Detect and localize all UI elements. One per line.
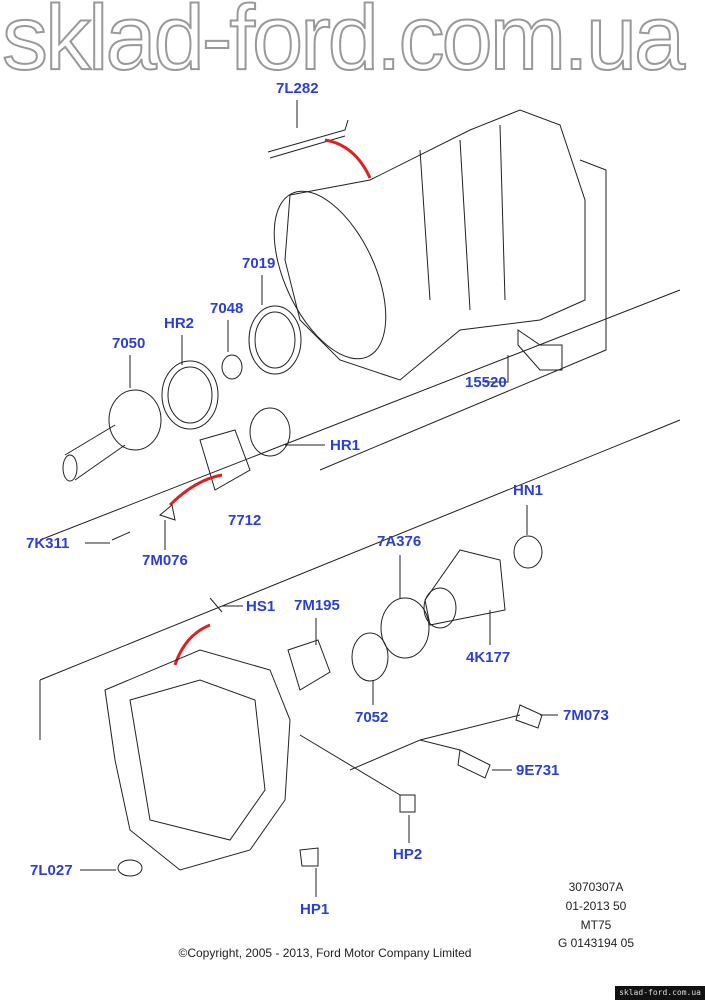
red-arrow-icon: [173, 623, 211, 666]
part-label-HS1[interactable]: HS1: [246, 598, 276, 615]
part-label-7K311[interactable]: 7K311: [26, 535, 70, 552]
part-label-7052[interactable]: 7052: [355, 709, 389, 726]
part-label-7712[interactable]: 7712: [228, 512, 262, 529]
part-label-HR2[interactable]: HR2: [164, 315, 195, 332]
rear-parts: [209, 535, 543, 691]
part-label-HP1[interactable]: HP1: [300, 901, 330, 918]
part-label-7M073[interactable]: 7M073: [563, 707, 609, 724]
part-label-7A376[interactable]: 7A376: [377, 533, 422, 550]
watermark: sklad-ford.com.ua: [1, 0, 686, 89]
part-label-7M195[interactable]: 7M195: [294, 597, 340, 614]
transmission-housing: [273, 109, 586, 381]
part-label-15520[interactable]: 15520: [465, 374, 507, 391]
drawing-code: G 0143194 05: [557, 936, 635, 950]
part-label-7L027[interactable]: 7L027: [30, 862, 73, 879]
part-label-HP2[interactable]: HP2: [393, 846, 423, 863]
part-label-HN1[interactable]: HN1: [513, 482, 544, 499]
part-label-7M076[interactable]: 7M076: [142, 552, 188, 569]
part-label-7050[interactable]: 7050: [112, 335, 146, 352]
shaft-and-bearings: [62, 305, 563, 491]
part-label-7L282[interactable]: 7L282: [276, 80, 319, 97]
red-arrow-icon: [168, 473, 223, 507]
part-label-HR1[interactable]: HR1: [330, 437, 361, 454]
assembly-frame-lines: [39, 159, 681, 740]
illustration-date: 01-2013 50: [565, 899, 627, 913]
part-label-9E731[interactable]: 9E731: [516, 762, 560, 779]
part-label-4K177[interactable]: 4K177: [466, 649, 511, 666]
leader-lines: [80, 100, 558, 897]
illustration-number: 3070307A: [568, 880, 624, 894]
part-label-7019[interactable]: 7019: [242, 255, 276, 272]
breather-tube-7L282: [267, 119, 349, 159]
model-code: MT75: [580, 918, 612, 932]
site-badge: sklad-ford.com.ua: [615, 986, 705, 1000]
small-parts: [111, 504, 543, 877]
red-arrow-icon: [324, 138, 372, 179]
extension-housing: [104, 649, 291, 871]
part-label-7048[interactable]: 7048: [210, 300, 244, 317]
copyright-text: ©Copyright, 2005 - 2013, Ford Motor Comp…: [178, 946, 472, 960]
